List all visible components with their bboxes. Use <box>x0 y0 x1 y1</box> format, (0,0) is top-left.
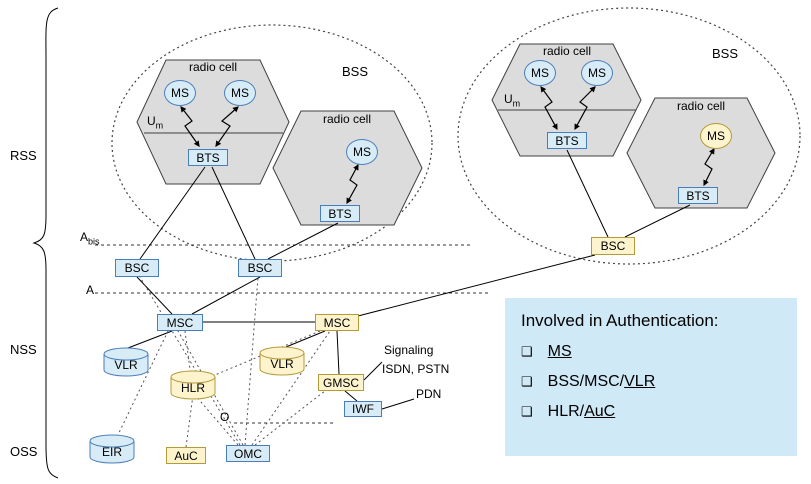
info-item: ❑ HLR/AuC <box>521 403 781 421</box>
square-bullet-icon: ❑ <box>521 344 533 359</box>
a-interface-label: A <box>86 283 95 297</box>
hlr-node-label: HLR <box>180 381 205 395</box>
pdn-label: PDN <box>416 387 442 401</box>
o-interface-label: O <box>220 410 230 424</box>
layer-label-oss: OSS <box>10 444 38 459</box>
ms-node: MS <box>164 80 196 106</box>
gmsc-node: GMSC <box>318 374 364 391</box>
um-sub: m <box>512 98 521 109</box>
bts-node: BTS <box>547 132 587 149</box>
um-base: U <box>504 92 513 106</box>
bts-node: BTS <box>320 205 360 222</box>
vlr-left-cylinder <box>103 347 149 377</box>
radio-cell-label: radio cell <box>322 112 372 126</box>
abis-sub: bis <box>88 236 100 247</box>
ms-node: MS <box>581 60 613 86</box>
bsc-node: BSC <box>115 259 159 277</box>
radio-cell-label: radio cell <box>188 60 238 74</box>
omc-node: OMC <box>226 445 270 462</box>
db-cylinders <box>89 346 305 464</box>
vlr-right-cylinder <box>259 346 305 376</box>
um-interface-lines <box>144 109 636 134</box>
bsc-node: BSC <box>238 259 282 277</box>
bss-right-label: BSS <box>712 46 739 61</box>
msc-node: MSC <box>315 314 359 331</box>
info-item-underlined: MS <box>547 343 572 360</box>
info-item-pre: HLR/ <box>547 403 585 420</box>
vlr-node-label: VLR <box>114 358 138 372</box>
hlr-cylinder <box>170 370 216 400</box>
info-item-text: HLR/AuC <box>548 403 616 421</box>
abis-base: A <box>80 230 89 244</box>
layer-label-rss: RSS <box>10 148 37 163</box>
auc-node: AuC <box>166 447 206 464</box>
layer-brace <box>32 7 59 479</box>
eir-node-label: EIR <box>101 445 122 459</box>
um-interface-label: Um <box>504 92 520 108</box>
iwf-node: IWF <box>344 401 382 417</box>
radio-link-arrows <box>180 86 715 205</box>
bss-right-ellipse <box>457 7 801 265</box>
msc-node: MSC <box>157 314 203 331</box>
ms-node: MS <box>700 123 732 149</box>
info-item-underlined: VLR <box>624 373 656 390</box>
um-interface-label: Um <box>147 114 163 130</box>
ms-node: MS <box>224 80 256 106</box>
eir-cylinder <box>89 434 135 464</box>
connection-lines <box>127 149 691 410</box>
authentication-info-box: Involved in Authentication: ❑ MS ❑ BSS/M… <box>505 298 797 456</box>
radio-cell-label: radio cell <box>676 99 726 113</box>
info-item: ❑ MS <box>521 343 781 361</box>
bts-node: BTS <box>188 149 228 166</box>
radio-cell-label: radio cell <box>542 44 592 58</box>
vlr-node-label: VLR <box>270 357 294 371</box>
info-item: ❑ BSS/MSC/VLR <box>521 373 781 391</box>
bss-left-ellipse <box>111 24 433 262</box>
signaling-label: Signaling <box>384 343 434 357</box>
info-item-underlined: AuC <box>584 403 616 420</box>
bts-node: BTS <box>678 187 718 204</box>
info-box-title: Involved in Authentication: <box>521 311 719 330</box>
abis-interface-label: Abis <box>80 230 100 246</box>
square-bullet-icon: ❑ <box>521 374 533 389</box>
bsc-node: BSC <box>591 237 635 255</box>
ms-node: MS <box>346 139 378 165</box>
info-item-text: MS <box>548 343 572 361</box>
layer-label-nss: NSS <box>10 342 37 357</box>
um-sub: m <box>155 120 164 131</box>
square-bullet-icon: ❑ <box>521 404 533 419</box>
bss-left-label: BSS <box>342 64 369 79</box>
isdn-pstn-label: ISDN, PSTN <box>382 362 450 376</box>
info-item-pre: BSS/MSC/ <box>547 373 625 390</box>
ms-node: MS <box>524 60 556 86</box>
info-item-text: BSS/MSC/VLR <box>548 373 656 391</box>
um-base: U <box>147 114 156 128</box>
